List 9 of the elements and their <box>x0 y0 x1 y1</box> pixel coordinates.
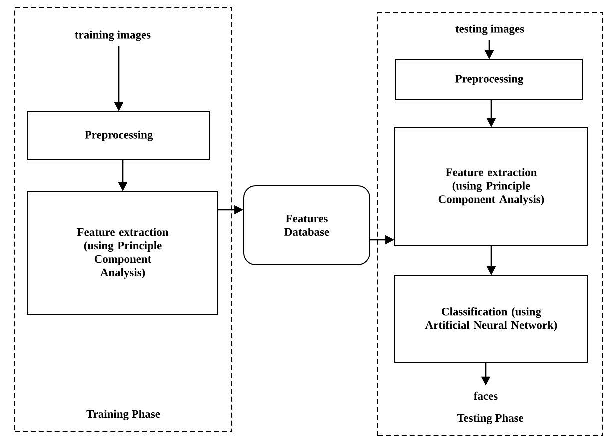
process-box: Feature extraction (using Principle Component Analysis) <box>394 128 588 246</box>
io-label: faces <box>474 392 498 400</box>
io-label: training images <box>75 30 151 42</box>
process-box: Feature extraction (using Principle Component Analysis) <box>28 192 218 316</box>
process-box: Preprocessing <box>396 60 584 100</box>
database-box: Features Database <box>244 186 370 266</box>
io-label: testing images <box>456 24 524 36</box>
process-box: Classification (using Artificial Neural Network) <box>394 276 588 364</box>
process-box: Preprocessing <box>28 112 210 160</box>
